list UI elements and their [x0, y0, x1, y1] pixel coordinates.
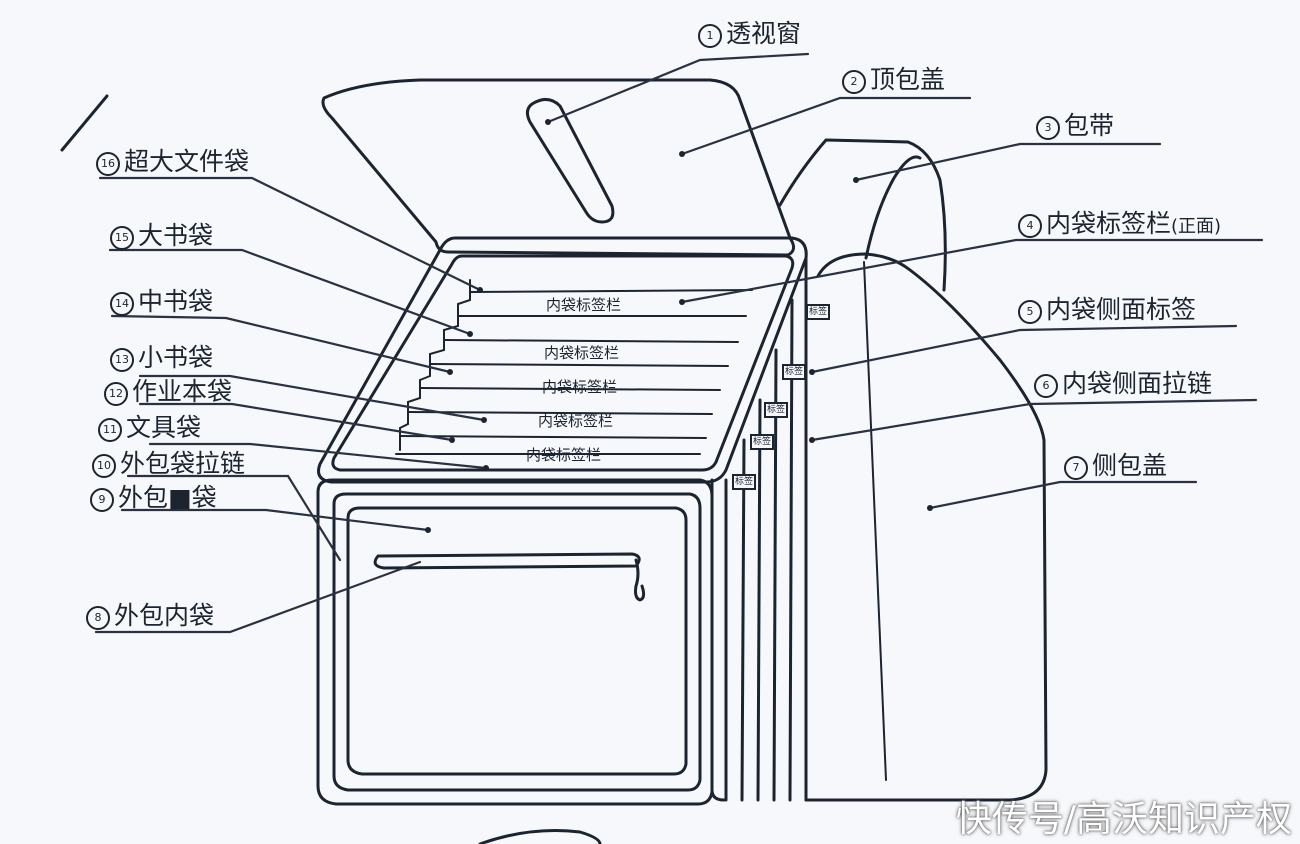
leader-dot [481, 417, 487, 423]
pocket-divider [469, 289, 753, 293]
side-layer [788, 298, 794, 802]
outer-pocket-inner [346, 506, 688, 776]
main-frame-inner [331, 254, 795, 472]
leader-14 [110, 314, 452, 374]
leader-4 [680, 238, 1264, 304]
leader-dot [809, 437, 815, 443]
leader-dot [853, 177, 859, 183]
pen-mark [60, 94, 109, 152]
side-tag: 标签 [764, 402, 789, 418]
top-lid-outline [321, 78, 795, 257]
leader-dot [425, 527, 431, 533]
watermark: 快传号/高沃知识产权 [955, 799, 1292, 840]
leader-2 [680, 96, 972, 156]
zipper-pull [634, 558, 646, 602]
strap-outline [778, 138, 947, 292]
inner-tag-label: 内袋标签栏 [542, 378, 618, 396]
leader-5 [810, 324, 1238, 374]
side-lid-outline [804, 252, 1048, 802]
inner-tag-label: 内袋标签栏 [538, 412, 614, 430]
pocket-divider [443, 339, 739, 343]
leader-8 [94, 560, 422, 634]
inner-tag-label: 内袋标签栏 [546, 296, 622, 314]
pocket-divider [429, 363, 729, 367]
leader-1 [546, 52, 810, 124]
side-layer [710, 478, 726, 802]
leader-dot [477, 287, 483, 293]
side-tag: 标签 [732, 474, 757, 490]
pocket-divider [407, 411, 713, 415]
pocket-divider [399, 435, 707, 439]
side-layer [740, 438, 746, 802]
leader-dot [679, 299, 685, 305]
leader-13 [138, 374, 486, 422]
window-slot [525, 98, 615, 224]
leader-dot [545, 119, 551, 125]
leader-dot [447, 369, 453, 375]
outer-pocket-mid [332, 492, 702, 792]
inner-tag-label: 内袋标签栏 [526, 446, 602, 464]
side-tag: 标签 [782, 364, 807, 380]
strap-inner [864, 155, 922, 260]
bottom-fragment [478, 829, 602, 844]
inner-zipper [373, 552, 641, 570]
leader-3 [854, 142, 1162, 182]
pocket-divider [419, 387, 721, 391]
outer-pocket-outer [316, 478, 714, 806]
leader-dot [467, 331, 473, 337]
leader-9 [120, 508, 430, 532]
leader-6 [810, 398, 1258, 442]
pocket-steps [399, 279, 471, 451]
leader-16 [98, 176, 482, 292]
leader-dot [927, 505, 933, 511]
inner-tag-label: 内袋标签栏 [544, 344, 620, 362]
side-tag: 标签 [750, 434, 775, 450]
leader-dot [809, 369, 815, 375]
leader-10 [126, 474, 342, 562]
leader-12 [138, 402, 454, 442]
leader-7 [928, 480, 1198, 510]
side-layer [772, 348, 778, 802]
side-lid-edge [863, 261, 887, 781]
leader-15 [108, 248, 472, 336]
leader-dot [483, 465, 489, 471]
leader-dot [679, 151, 685, 157]
side-layer [756, 398, 762, 802]
side-tag: 标签 [806, 304, 831, 320]
leader-dot [449, 437, 455, 443]
leader-11 [148, 442, 488, 470]
